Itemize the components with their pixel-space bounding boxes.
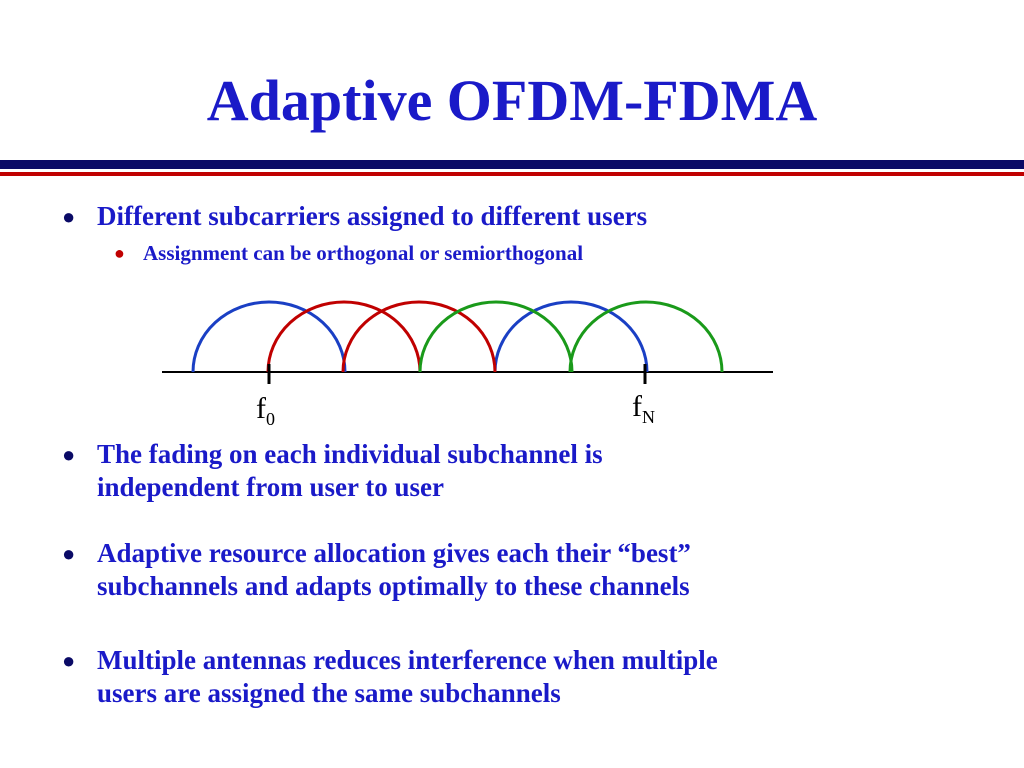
- slide-title: Adaptive OFDM-FDMA: [206, 68, 818, 133]
- bullet-1-text: Different subcarriers assigned to differ…: [97, 201, 648, 231]
- subcarrier-arc-red-2: [341, 300, 497, 373]
- subcarrier-arc-blue-1: [191, 300, 347, 373]
- subcarrier-arc-blue-2: [493, 300, 649, 373]
- label-f0: f0: [256, 392, 275, 429]
- sub-bullet-text: Assignment can be orthogonal or semiorth…: [143, 241, 584, 265]
- bullet-dot: ●: [62, 204, 76, 229]
- subcarrier-arc-red-1: [266, 300, 422, 373]
- label-fN: fN: [632, 390, 655, 427]
- subcarrier-arc-green-1: [418, 300, 574, 373]
- ofdm-subcarrier-diagram: [162, 300, 773, 384]
- subcarrier-arc-green-2: [568, 300, 724, 373]
- bullet-dot: ●: [62, 541, 76, 566]
- bullet-dot: ●: [62, 442, 76, 467]
- title-rule-red: [0, 172, 1024, 176]
- bullet-dot: ●: [62, 648, 76, 673]
- bullet-4-text: Multiple antennas reduces interference w…: [97, 645, 718, 708]
- bullet-3-text: Adaptive resource allocation gives each …: [97, 538, 691, 601]
- title-rule-navy: [0, 160, 1024, 169]
- bullet-2-text: The fading on each individual subchannel…: [97, 439, 603, 502]
- sub-bullet-dot: ●: [114, 243, 125, 263]
